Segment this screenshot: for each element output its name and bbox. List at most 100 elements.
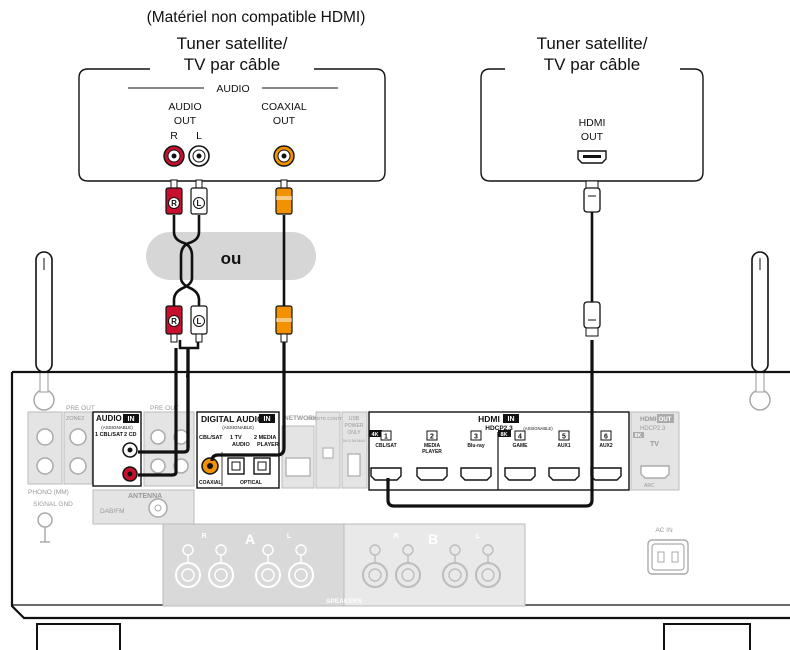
audio-out-l-label: L xyxy=(196,130,202,142)
hdmi-out-tv: TV xyxy=(650,441,659,448)
digital-ch3-line1: 2 MEDIA xyxy=(254,435,276,441)
hdmi-in-panel: HDMI IN HDCP2.3 (ASSIGNABLE) 4K 8K xyxy=(368,411,630,491)
hdmi-input-number: 5 xyxy=(562,434,566,441)
left-device-note: (Matériel non compatible HDMI) xyxy=(147,9,366,26)
hdmi-port-icon xyxy=(548,467,580,481)
hdmi-in-label: HDMI xyxy=(478,414,500,424)
hdmi-input-name: AUX2 xyxy=(599,443,613,449)
source-rca-jack-red xyxy=(163,145,185,167)
speaker-terminal-icon xyxy=(208,544,234,588)
rca-plug-red-bottom: R xyxy=(165,305,183,343)
hdmi-port-icon xyxy=(504,467,536,481)
plug-r-label-top: R xyxy=(171,199,177,208)
digital-ch2-line2: AUDIO xyxy=(232,442,250,448)
hdmi-plug-top xyxy=(583,180,601,213)
hdmi-input-name: Blu-ray xyxy=(467,443,484,449)
hdmi-8k-badge: 8K xyxy=(500,432,507,438)
hdmi-out-panel: HDMI OUT HDCP2.3 8K TV ARC xyxy=(630,411,680,491)
audio-in-panel: AUDIO IN (ASSIGNABLE) 1 CBL/SAT 2 CD xyxy=(92,411,142,487)
source-coaxial-jack-orange xyxy=(273,145,295,167)
hdmi-cable xyxy=(386,212,594,508)
audio-in-phono-panel: PHONO (MM) xyxy=(27,411,69,496)
speakers-panel: A B SPEAKERS xyxy=(162,523,526,607)
foot-right xyxy=(663,623,751,650)
audio-in-badge: IN xyxy=(128,416,135,423)
speaker-terminal-icon xyxy=(475,544,501,588)
pre-out-label: PRE OUT xyxy=(150,405,179,412)
source-hdmi-port-icon xyxy=(577,150,607,164)
hdmi-4k-badge: 4K xyxy=(371,432,378,438)
right-device-title-line2: TV par câble xyxy=(544,55,640,74)
hdmi-input-number: 1 xyxy=(384,434,388,441)
speaker-terminal-icon xyxy=(442,544,468,588)
usb-label-line2: POWER xyxy=(345,423,364,429)
digital-audio-badge: IN xyxy=(264,416,271,423)
audio-out-label-line1: AUDIO xyxy=(168,101,201,113)
hdmi-port-icon xyxy=(590,467,622,481)
hdmi-port-icon xyxy=(460,467,492,481)
hdmi-input-number: 3 xyxy=(474,434,478,441)
hdmi-input-name: CBL/SAT xyxy=(375,443,396,449)
hdmi-plug-bottom xyxy=(583,301,601,337)
phono-label: PHONO (MM) xyxy=(28,489,69,496)
hdmi-port-icon xyxy=(416,467,448,481)
signal-gnd-label: SIGNAL GND xyxy=(33,501,73,508)
network-panel: NETWORK xyxy=(281,415,318,489)
ac-in-label: AC IN xyxy=(655,527,673,534)
speaker-channel-label: R xyxy=(201,533,206,540)
hdmi-input-name: AUX1 xyxy=(557,443,571,449)
dab-fm-label: DAB/FM xyxy=(100,508,125,515)
speaker-b-label: B xyxy=(428,531,438,547)
hdmi-out-label: HDMI xyxy=(640,416,657,423)
remote-control-panel: REMOTE CONTROL xyxy=(307,411,350,489)
digital-ch1: CBL/SAT xyxy=(199,435,223,441)
speaker-channel-label: L xyxy=(287,533,292,540)
coaxial-out-label-line1: COAXIAL xyxy=(261,101,307,113)
hdmi-in-badge: IN xyxy=(508,416,515,423)
hdmi-out-label-line1: HDMI xyxy=(579,117,606,129)
hdmi-input-name: PLAYER xyxy=(422,449,442,455)
usb-label-line1: USB xyxy=(349,416,360,422)
coaxial-out-label-line2: OUT xyxy=(273,115,296,127)
hdmi-input-number: 6 xyxy=(604,434,608,441)
coaxial-label: COAXIAL xyxy=(199,480,222,486)
right-device-title-line1: Tuner satellite/ xyxy=(537,34,648,53)
network-label: NETWORK xyxy=(284,415,318,422)
ac-in-inlet: AC IN xyxy=(647,527,689,575)
speaker-terminal-icon xyxy=(288,544,314,588)
rca-plug-white-top: L xyxy=(190,179,208,215)
hdmi-input-name: MEDIA xyxy=(424,443,441,449)
speaker-terminal-icon xyxy=(255,544,281,588)
antenna-right-icon xyxy=(749,251,771,411)
speaker-terminal-icon xyxy=(362,544,388,588)
coax-plug-bottom xyxy=(275,305,293,343)
speakers-label: SPEAKERS xyxy=(326,598,362,605)
digital-audio-label: DIGITAL AUDIO xyxy=(201,414,264,424)
hdmi-port-icon xyxy=(370,467,402,481)
speaker-channel-label: R xyxy=(393,533,398,540)
source-rca-jack-white xyxy=(188,145,210,167)
antenna-label: ANTENNA xyxy=(128,493,162,500)
zone2-label: ZONE2 xyxy=(66,416,84,422)
hdcp-label: HDCP2.3 xyxy=(485,425,513,432)
usb-rating: 5V/1.5A MAX xyxy=(343,439,366,443)
plug-l-label-top: L xyxy=(197,199,202,208)
audio-in-ch1: 1 CBL/SAT xyxy=(95,432,124,438)
rca-plug-red-top: R xyxy=(165,179,183,215)
speaker-terminal-icon xyxy=(175,544,201,588)
usb-label-line3: ONLY xyxy=(347,430,361,436)
analog-rca-cable xyxy=(138,215,201,477)
coax-plug-top xyxy=(275,179,293,215)
left-device-title-line1: Tuner satellite/ xyxy=(177,34,288,53)
coaxial-cable xyxy=(210,215,286,462)
speaker-terminal-icon xyxy=(395,544,421,588)
hdmi-input-number: 4 xyxy=(518,434,522,441)
plug-l-label-bottom: L xyxy=(197,317,202,326)
